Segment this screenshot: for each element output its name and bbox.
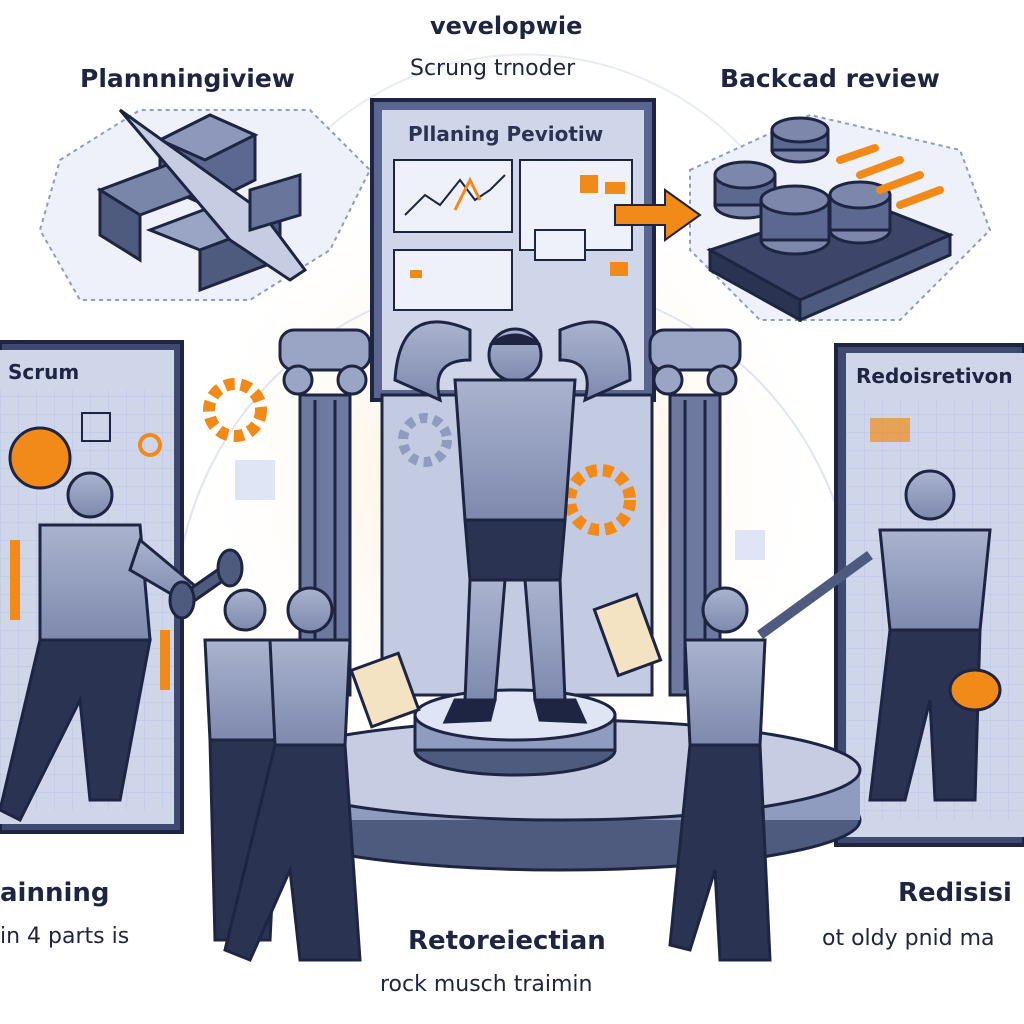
coins-stack-icon (689, 113, 992, 323)
central-athlete (393, 320, 632, 724)
spectator-group (203, 586, 772, 962)
left-athlete (0, 471, 202, 823)
arrow-right-icon (614, 188, 702, 242)
center-board-title: Pllaning Peviotiw (408, 122, 604, 146)
top-right-label: Backcad review (720, 64, 940, 93)
bottom-center-label: Retoreiectian (408, 926, 606, 956)
top-subtitle: Scrung trnoder (410, 56, 576, 81)
bottom-right-label: Redisisi (898, 878, 1012, 908)
top-left-label: Plannningiview (80, 64, 295, 93)
gear-icon (203, 378, 636, 536)
right-athlete (757, 469, 1002, 802)
bottom-left-sub: in 4 parts is (0, 924, 130, 949)
bottom-center-sub: rock musch traimin (380, 972, 593, 997)
blocks-icon (38, 108, 372, 301)
right-board-title: Redoisretivon (856, 364, 1013, 388)
bottom-left-label: ainning (0, 878, 110, 908)
left-board-title: Scrum (8, 360, 80, 384)
bottom-right-sub: ot oldy pnid ma (822, 926, 995, 951)
puzzle-icon (235, 460, 765, 560)
dumbbell-icon (168, 548, 244, 620)
top-title: vevelopwie (430, 12, 583, 40)
